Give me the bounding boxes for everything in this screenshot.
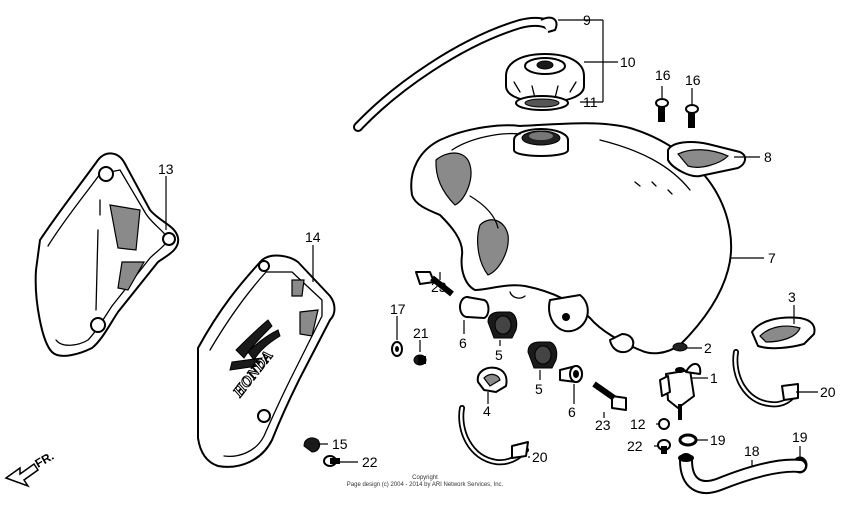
callout-5-lower: 5 xyxy=(535,381,543,397)
callout-20-right: 20 xyxy=(820,384,836,400)
callout-14: 14 xyxy=(305,229,321,245)
cushion-5-upper xyxy=(487,311,518,339)
copyright-line-1: Copyright xyxy=(412,475,438,481)
callout-23-upper: 23 xyxy=(431,279,447,295)
shroud-14: HONDA xyxy=(197,254,336,468)
clip-19-mid xyxy=(678,433,698,447)
callout-17: 17 xyxy=(390,301,406,317)
front-direction-arrow: FR. xyxy=(4,449,56,488)
callout-8: 8 xyxy=(764,149,772,165)
bolt-22-right xyxy=(657,439,671,454)
washer-12 xyxy=(658,418,670,430)
callout-22-left: 22 xyxy=(362,454,378,470)
callout-5-upper: 5 xyxy=(495,347,503,363)
copyright-line-2: Page design (c) 2004 - 2014 by ARI Netwo… xyxy=(347,482,504,488)
fuel-tube xyxy=(678,453,807,494)
o-ring-2 xyxy=(672,342,688,352)
copyright-notice: Copyright Page design (c) 2004 - 2014 by… xyxy=(347,475,504,488)
callout-19-right: 19 xyxy=(792,429,808,445)
callout-21: 21 xyxy=(413,325,429,341)
collar-6-lower xyxy=(559,365,583,383)
screw-16-right xyxy=(685,104,699,128)
collar-6-upper xyxy=(459,296,490,319)
callout-4: 4 xyxy=(483,403,491,419)
callout-13: 13 xyxy=(158,161,174,177)
callout-23-lower: 23 xyxy=(595,417,611,433)
callout-22-right: 22 xyxy=(627,438,643,454)
fuel-cap xyxy=(505,53,585,103)
callout-3: 3 xyxy=(788,289,796,305)
screw-16-left xyxy=(655,98,669,122)
fuel-tank xyxy=(410,122,733,355)
band-20-left xyxy=(458,405,529,466)
callout-12: 12 xyxy=(630,416,646,432)
callout-16-right: 16 xyxy=(685,72,701,88)
callout-15: 15 xyxy=(332,436,348,452)
bolt-23-upper xyxy=(415,271,454,297)
callout-16-left: 16 xyxy=(655,67,671,83)
callout-10: 10 xyxy=(620,54,636,70)
callout-6-upper: 6 xyxy=(459,335,467,351)
bolt-23-lower xyxy=(592,381,627,411)
callout-20-left: 20 xyxy=(532,449,548,465)
callout-7: 7 xyxy=(768,250,776,266)
callout-11: 11 xyxy=(583,94,598,110)
leader-lines xyxy=(165,19,818,466)
cap-gasket xyxy=(515,95,569,111)
washer-17 xyxy=(391,341,403,357)
callout-1: 1 xyxy=(710,370,718,386)
callout-18: 18 xyxy=(744,443,760,459)
breather-tube xyxy=(353,16,558,132)
callout-9: 9 xyxy=(583,12,591,28)
callout-19-mid: 19 xyxy=(710,432,726,448)
tank-pad xyxy=(667,141,746,178)
band-20-right xyxy=(732,349,799,408)
fuel-cock xyxy=(659,363,702,420)
callout-2: 2 xyxy=(704,340,712,356)
side-cover-13 xyxy=(34,152,180,357)
grommet-15 xyxy=(303,437,321,453)
callout-labels: 9 10 11 16 16 8 7 13 14 3 2 1 20 23 17 2… xyxy=(158,12,836,470)
cushion-3 xyxy=(751,316,816,350)
cushion-5-lower xyxy=(527,341,558,369)
bolt-22-left xyxy=(323,455,340,467)
screw-21 xyxy=(413,354,427,366)
honda-wing-logo xyxy=(229,319,281,371)
callout-6-lower: 6 xyxy=(568,404,576,420)
cushion-4 xyxy=(476,366,508,393)
